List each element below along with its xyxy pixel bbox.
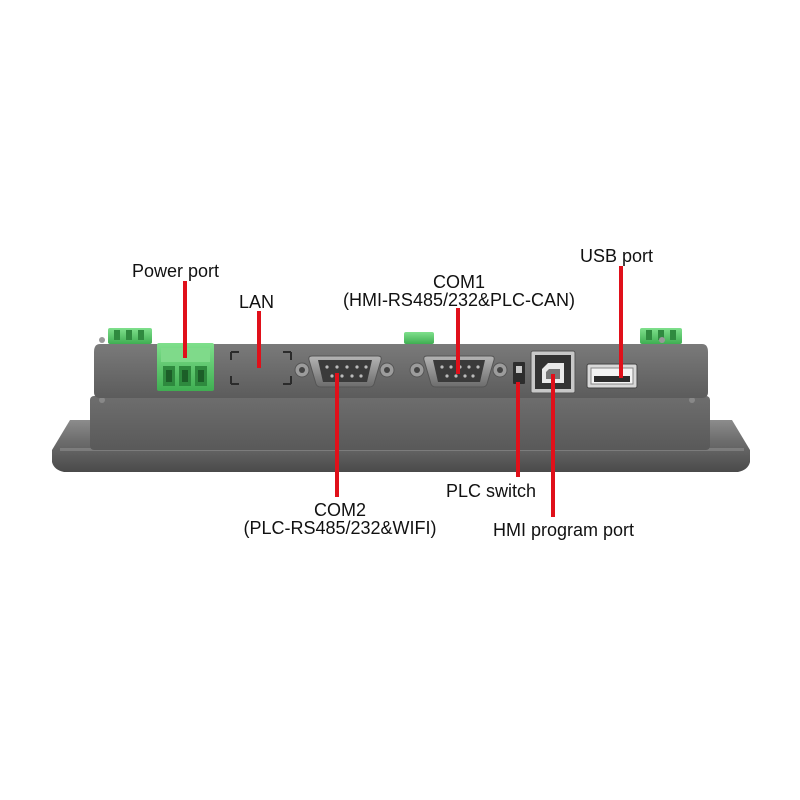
com2-label: COM2	[313, 500, 366, 520]
power-port-label: Power port	[132, 261, 220, 281]
plc-switch-slot	[513, 362, 525, 384]
com2-db9-connector	[294, 355, 395, 388]
top-terminal-left	[108, 328, 152, 344]
usb-a-port	[586, 363, 638, 389]
com1-detail-label: (HMI-RS485/232&PLC-CAN)	[342, 290, 576, 310]
plc-switch-label: PLC switch	[446, 481, 537, 501]
lan-label: LAN	[239, 292, 275, 312]
hmi-program-port-label: HMI program port	[493, 520, 635, 540]
callout-lines	[183, 266, 623, 517]
usb-b-port	[530, 350, 576, 394]
top-terminal-middle	[404, 332, 434, 344]
housing-lower	[90, 396, 710, 450]
lan-cutout	[230, 351, 292, 385]
usb-port-label: USB port	[580, 246, 654, 266]
com1-label: COM1	[432, 272, 485, 292]
top-terminal-right	[640, 328, 682, 344]
com2-detail-label: (PLC-RS485/232&WIFI)	[243, 518, 437, 538]
